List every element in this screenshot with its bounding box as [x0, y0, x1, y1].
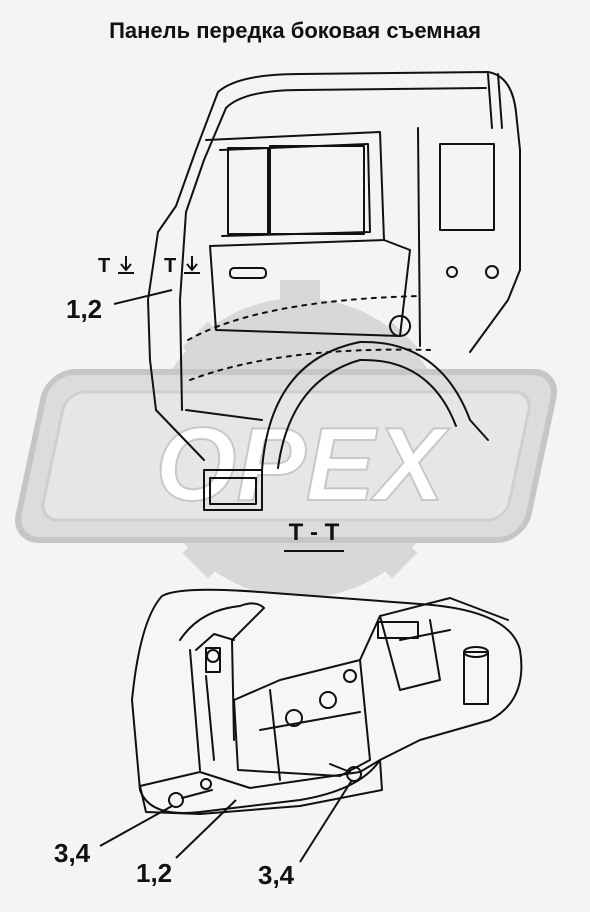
callout-bottom-left-bolt: 3,4	[54, 838, 91, 868]
arrow-down-icon	[184, 256, 200, 274]
leader-line-top-part	[113, 289, 173, 305]
section-title: T - T	[289, 519, 340, 546]
watermark-band-inner	[41, 390, 531, 522]
watermark-logo: OPEX	[15, 280, 558, 616]
section-marker-2: T	[164, 255, 176, 277]
section-marker-1: T	[98, 255, 110, 277]
section-detail-illustration	[131, 588, 523, 815]
section-marker-group: T T	[98, 255, 200, 277]
callout-top-part: 1,2	[66, 294, 102, 324]
leader-line-bottom-right-bolt	[299, 779, 353, 863]
watermark-text: OPEX	[156, 407, 451, 523]
leader-line-bottom-part	[175, 799, 237, 859]
cab-illustration	[147, 71, 521, 511]
callout-bottom-right-bolt: 3,4	[258, 860, 295, 890]
leader-line-bottom-left-bolt	[99, 805, 173, 847]
diagram-title: Панель передка боковая съемная	[109, 18, 481, 43]
callout-bottom-part: 1,2	[136, 858, 172, 888]
arrow-down-icon	[118, 256, 134, 274]
